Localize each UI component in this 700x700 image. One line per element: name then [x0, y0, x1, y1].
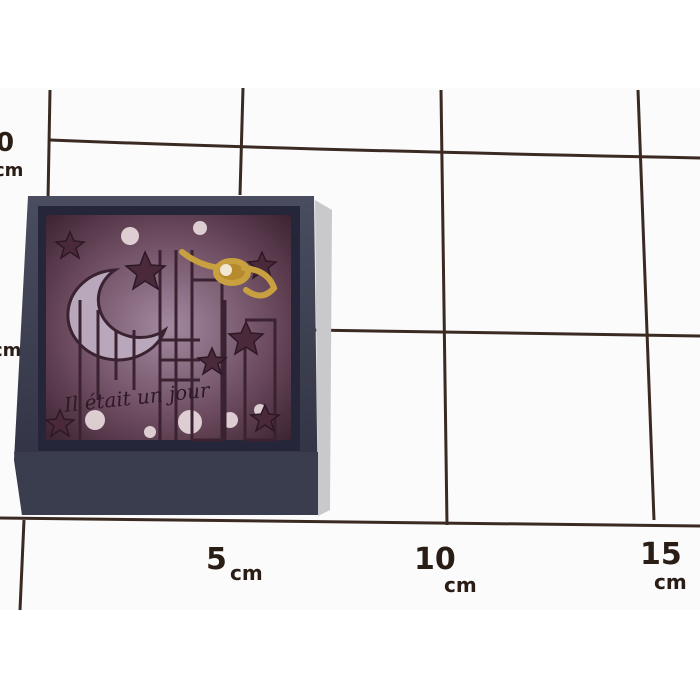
moon-cutout	[66, 268, 169, 362]
ruler-mark-5: 5	[206, 542, 227, 577]
grid-line-h3	[0, 516, 700, 528]
grid-line-v0	[46, 89, 52, 201]
ruler-mark-15-unit: cm	[654, 570, 687, 594]
grid-line-h1	[49, 138, 700, 160]
ruler-mark-5-unit: cm	[230, 561, 263, 585]
sparkles	[85, 221, 266, 438]
ruler-mark-0-unit: cm	[0, 160, 24, 181]
ornament-gem	[220, 264, 232, 276]
ruler-mark-0: 0	[0, 128, 15, 158]
grid-line-v0b	[18, 519, 26, 611]
grid-line-v1	[238, 87, 245, 196]
ruler-mark-10: 10	[414, 542, 456, 577]
ruler-mark-15: 15	[640, 537, 682, 572]
city-silhouette	[78, 250, 277, 442]
box-shadow	[315, 200, 332, 516]
grid-line-v2	[439, 89, 449, 526]
ruler-mark-10-unit: cm	[444, 573, 477, 597]
box-front-face	[14, 452, 318, 515]
grid-line-v3	[636, 89, 656, 521]
star-cutouts	[44, 230, 281, 438]
ruler-side-unit: cm	[0, 340, 22, 361]
